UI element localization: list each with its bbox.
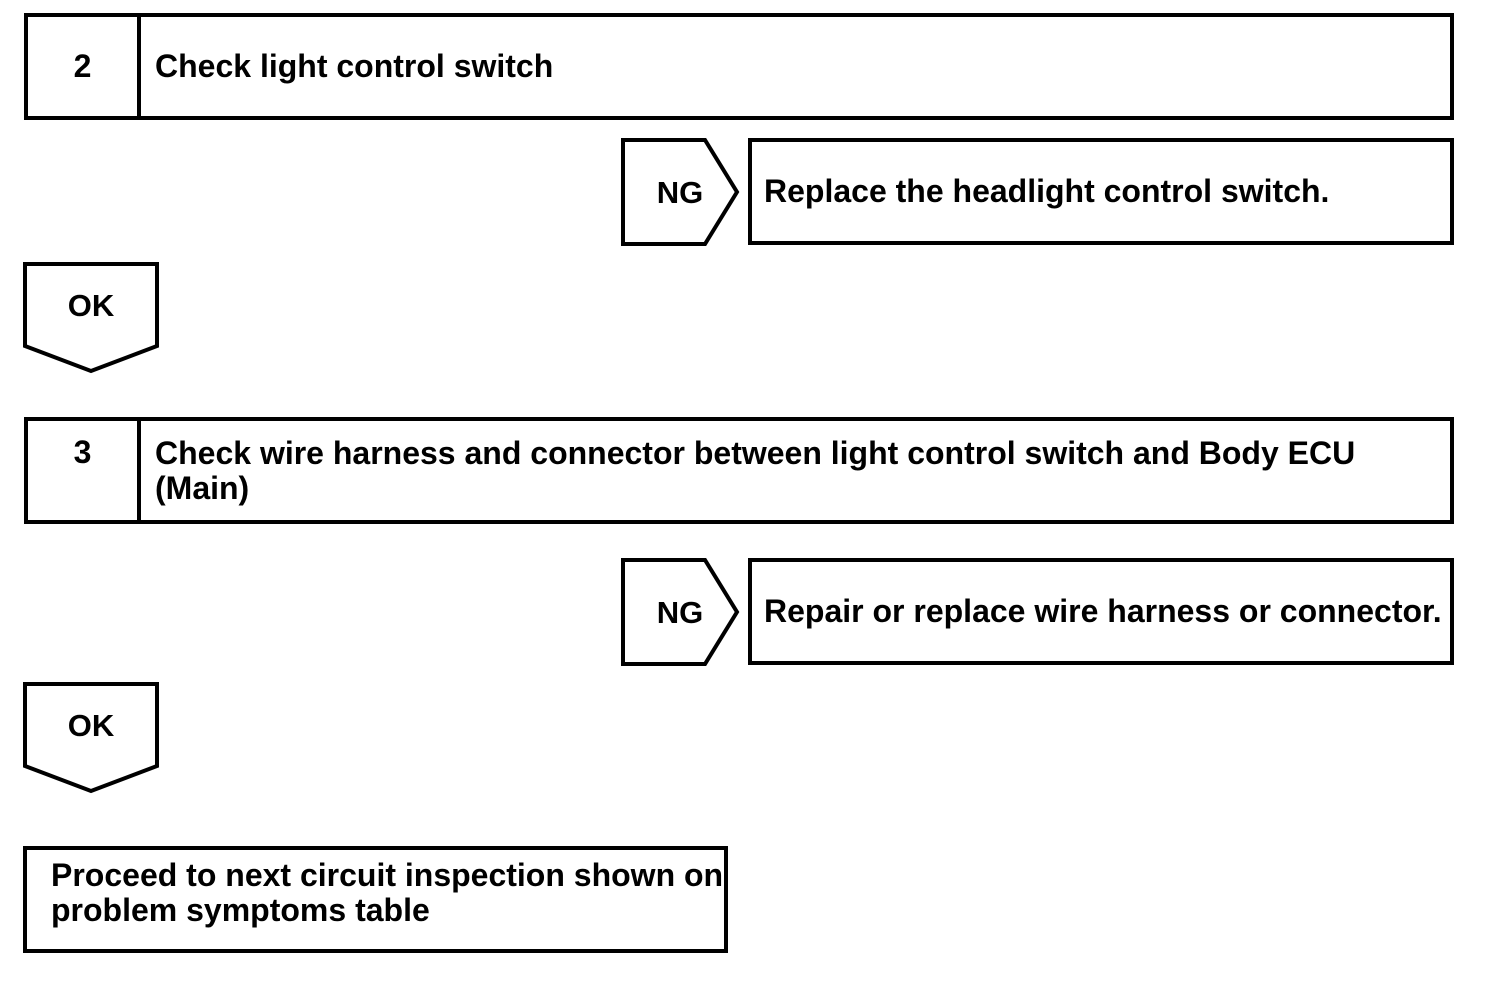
step-3-ng-action-text: Repair or replace wire harness or connec…	[764, 593, 1442, 629]
step-3-title-line-1: Check wire harness and connector between…	[155, 434, 1356, 471]
step-2-number-cell: 2	[28, 17, 141, 116]
terminal-box: Proceed to next circuit inspection shown…	[23, 846, 728, 953]
step-3-ng-action-box: Repair or replace wire harness or connec…	[748, 558, 1454, 665]
step-2-ng-connector: NG	[621, 138, 740, 246]
step-3-number-cell: 3	[28, 421, 141, 520]
ng-arrow-shape	[621, 558, 740, 666]
step-3-ng-label: NG	[657, 595, 704, 630]
step-2-ok-label: OK	[68, 288, 115, 323]
step-2-box: 2 Check light control switch	[24, 13, 1454, 120]
step-2-ng-action-box: Replace the headlight control switch.	[748, 138, 1454, 245]
step-3-number: 3	[73, 434, 92, 470]
ok-arrow-shape	[23, 682, 159, 794]
step-3-ok-connector: OK	[23, 682, 159, 794]
step-2-title: Check light control switch	[155, 48, 554, 84]
step-3-ok-label: OK	[68, 708, 115, 743]
step-2-ng-label: NG	[657, 175, 704, 210]
terminal-text-line-2: problem symptoms table	[51, 892, 430, 928]
step-3-title-line-2: (Main)	[155, 469, 250, 506]
step-3-ng-connector: NG	[621, 558, 740, 666]
step-2-ng-action-text: Replace the headlight control switch.	[764, 173, 1330, 209]
step-3-title-cell: Check wire harness and connector between…	[141, 421, 1450, 520]
step-2-title-cell: Check light control switch	[141, 17, 1450, 116]
step-2-ok-connector: OK	[23, 262, 159, 374]
terminal-text-line-1: Proceed to next circuit inspection shown…	[51, 857, 724, 893]
step-3-box: 3 Check wire harness and connector betwe…	[24, 417, 1454, 524]
ok-arrow-shape	[23, 262, 159, 374]
step-2-number: 2	[73, 48, 92, 84]
ng-arrow-shape	[621, 138, 740, 246]
